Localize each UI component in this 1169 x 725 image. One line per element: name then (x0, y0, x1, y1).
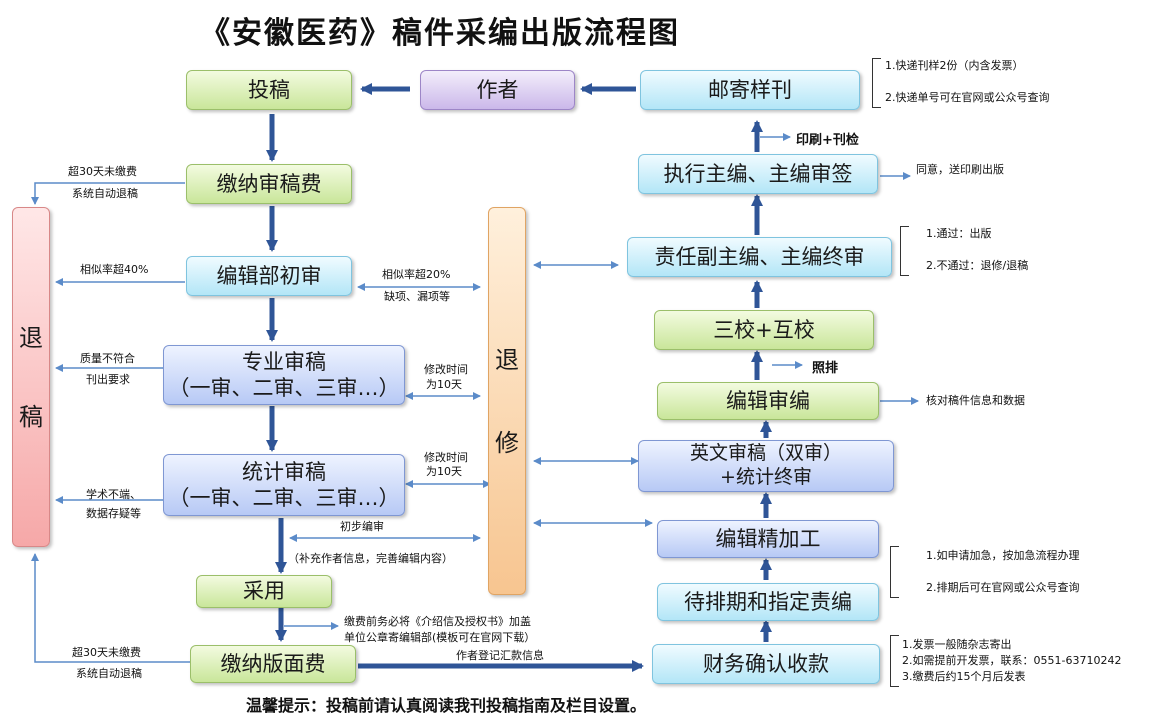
bracket-finance (890, 635, 899, 687)
note-final-1: 1.通过：出版 (926, 227, 992, 240)
note-missing: 缺项、漏项等 (384, 290, 450, 303)
note-sched-1: 1.如申请加急，按加急流程办理 (926, 549, 1080, 562)
revise-char-2: 修 (495, 428, 519, 457)
note-academic-1: 学术不端、 (86, 488, 141, 501)
note-quality-1: 质量不符合 (80, 352, 135, 365)
note-typeset: 照排 (812, 361, 839, 376)
note-overdue-1b: 系统自动退稿 (72, 187, 138, 200)
submit-box: 投稿 (186, 70, 352, 110)
revise-bar: 退 修 (488, 207, 526, 595)
note-fee-1: 缴费前务必将《介绍信及授权书》加盖 (344, 615, 531, 628)
note-sim20: 相似率超20% (382, 268, 451, 281)
arrow-overdue-reject-2 (31, 553, 190, 663)
bracket-mail (872, 58, 881, 108)
note-sched-2: 2.排期后可在官网或公众号查询 (926, 581, 1080, 594)
reject-char-1: 退 (19, 323, 43, 352)
note-revise-time-1b: 为10天 (426, 378, 462, 391)
note-revise-time-1a: 修改时间 (424, 363, 468, 376)
edit-box: 编辑审编 (657, 382, 879, 420)
expert-review-box: 专业审稿 （一审、二审、三审…） (163, 345, 405, 405)
note-fin-3: 3.缴费后约15个月后发表 (902, 670, 1026, 683)
page-fee-box: 缴纳版面费 (190, 645, 356, 683)
stat-review-sublabel: （一审、二审、三审…） (168, 486, 400, 510)
english-review-label: 英文审稿（双审） (689, 442, 842, 465)
reject-bar: 退 稿 (12, 207, 50, 547)
note-remit: 作者登记汇款信息 (456, 649, 544, 662)
note-mail-1: 1.快递刊样2份（内含发票） (885, 59, 1024, 72)
note-fin-1: 1.发票一般随杂志寄出 (902, 638, 1012, 651)
note-print: 印刷+刊检 (796, 133, 859, 148)
note-overdue-2a: 超30天未缴费 (72, 646, 141, 659)
arrow-overdue-reject (31, 182, 185, 205)
refine-box: 编辑精加工 (657, 520, 879, 558)
note-final-2: 2.不通过：退修/退稿 (926, 259, 1029, 272)
expert-review-label: 专业审稿 (242, 349, 326, 374)
accept-box: 采用 (196, 575, 332, 608)
note-supplement: （补充作者信息，完善编辑内容） (288, 552, 453, 565)
initial-review-box: 编辑部初审 (186, 256, 352, 296)
deputy-chief-box: 责任副主编、主编终审 (627, 237, 892, 277)
reject-char-2: 稿 (19, 402, 43, 431)
expert-review-sublabel: （一审、二审、三审…） (168, 376, 400, 400)
schedule-box: 待排期和指定责编 (657, 583, 879, 621)
review-fee-box: 缴纳审稿费 (186, 164, 352, 204)
bracket-final (900, 226, 909, 276)
note-quality-2: 刊出要求 (86, 373, 130, 386)
revise-char-1: 退 (495, 345, 519, 374)
stat-review-box: 统计审稿 （一审、二审、三审…） (163, 454, 405, 516)
note-agree: 同意，送印刷出版 (916, 163, 1004, 176)
english-review-sublabel: +统计终审 (720, 466, 812, 488)
finance-box: 财务确认收款 (652, 644, 880, 684)
footer-tip: 温馨提示：投稿前请认真阅读我刊投稿指南及栏目设置。 (246, 696, 647, 715)
page-title: 《安徽医药》稿件采编出版流程图 (200, 16, 680, 51)
proofread-box: 三校+互校 (654, 310, 874, 350)
note-revise-time-2b: 为10天 (426, 465, 462, 478)
note-overdue-2b: 系统自动退稿 (76, 667, 142, 680)
mail-sample-box: 邮寄样刊 (640, 70, 860, 110)
note-check: 核对稿件信息和数据 (926, 394, 1025, 407)
note-prelim-edit: 初步编审 (340, 520, 384, 533)
note-academic-2: 数据存疑等 (86, 507, 141, 520)
bracket-schedule (890, 546, 899, 598)
note-revise-time-2a: 修改时间 (424, 451, 468, 464)
exec-chief-box: 执行主编、主编审签 (638, 154, 878, 194)
note-mail-2: 2.快递单号可在官网或公众号查询 (885, 91, 1050, 104)
stat-review-label: 统计审稿 (242, 459, 326, 484)
note-fin-2: 2.如需提前开发票，联系：0551-63710242 (902, 654, 1122, 667)
author-box: 作者 (420, 70, 575, 110)
note-overdue-1a: 超30天未缴费 (68, 165, 137, 178)
note-fee-2: 单位公章寄编辑部(模板可在官网下载） (344, 631, 536, 644)
note-sim40: 相似率超40% (80, 263, 149, 276)
english-review-box: 英文审稿（双审） +统计终审 (638, 440, 894, 492)
